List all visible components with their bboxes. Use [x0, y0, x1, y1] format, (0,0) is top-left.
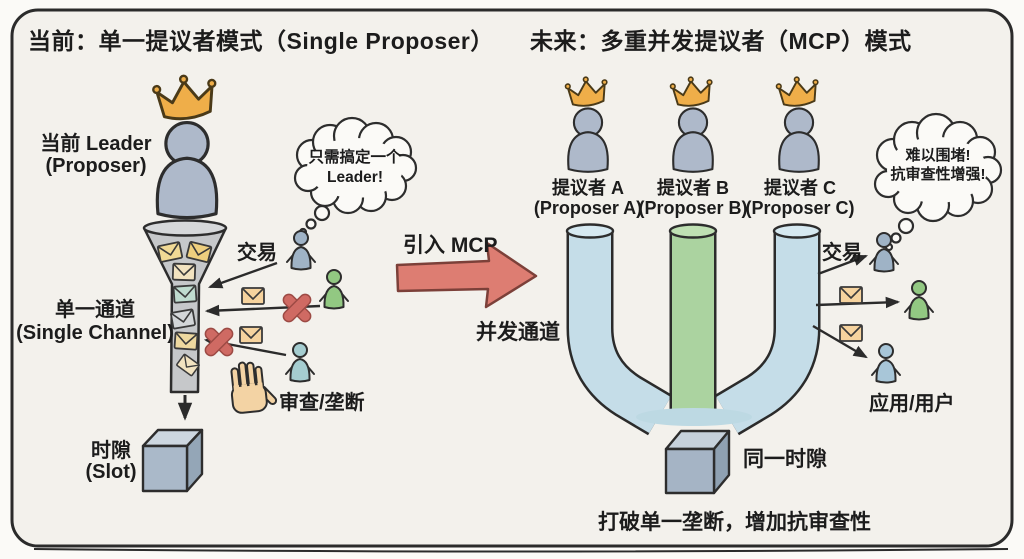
proposer-a-en: (Proposer A)	[533, 197, 643, 218]
envelope-icon	[156, 240, 184, 264]
out-arrow-1	[817, 254, 869, 276]
leader-label-line1: 当前 Leader	[40, 133, 152, 155]
users-label: 应用/用户	[869, 393, 955, 415]
proposer-c-en: (Proposer C)	[745, 197, 855, 218]
envelope-icon	[172, 284, 198, 304]
right-panel-title: 未来：多重并发提议者（MCP）模式	[530, 28, 912, 54]
proposer-b-label: 提议者 B (Proposer B)	[633, 178, 753, 218]
transition-arrow-icon	[395, 241, 538, 309]
slot-cube-icon	[141, 428, 204, 493]
thought-bubble-right	[873, 112, 1003, 252]
slot-label: 时隙 (Slot)	[51, 441, 171, 483]
same-slot-cube-icon	[664, 429, 731, 495]
thought-bubble-left	[293, 116, 418, 237]
slot-label-line1: 时隙	[91, 440, 131, 462]
out-arrow-3	[812, 324, 868, 359]
tx-arrow-1	[207, 261, 278, 289]
thought-right-line2: 抗审查性增强!	[890, 166, 986, 183]
leader-label: 当前 Leader (Proposer)	[16, 133, 176, 177]
proposer-c-name: 提议者 C	[764, 178, 836, 198]
envelope-icon	[173, 331, 199, 351]
frame-bottom-sketch-line	[33, 548, 1009, 553]
thought-right-text: 难以围堵! 抗审查性增强!	[872, 146, 1004, 184]
mcp-arrow-label: 引入 MCP	[403, 234, 498, 257]
concurrent-channel-label: 并发通道	[476, 321, 560, 344]
single-channel-line2: (Single Channel)	[16, 322, 174, 344]
same-slot-label: 同一时隙	[743, 448, 827, 471]
proposer-b-en: (Proposer B)	[638, 197, 748, 218]
left-panel-title: 当前：单一提议者模式（Single Proposer）	[28, 28, 494, 54]
single-channel-label: 单一通道 (Single Channel)	[15, 299, 175, 345]
thought-left-text: 只需搞定一个 Leader!	[295, 148, 415, 188]
bottom-caption: 打破单一垄断，增加抗审查性	[598, 511, 871, 534]
proposer-c-label: 提议者 C (Proposer C)	[740, 178, 860, 218]
hand-stop-icon	[230, 361, 278, 414]
single-channel-line1: 单一通道	[55, 299, 135, 321]
slot-label-line2: (Slot)	[85, 461, 137, 483]
envelope-icon	[171, 262, 197, 282]
censor-label: 审查/垄断	[279, 392, 365, 414]
proposer-a-label: 提议者 A (Proposer A)	[528, 178, 648, 218]
envelope-icon	[239, 326, 263, 344]
envelope-icon	[839, 286, 863, 304]
leader-label-line2: (Proposer)	[45, 155, 147, 177]
proposer-a-name: 提议者 A	[552, 178, 624, 198]
thought-right-line1: 难以围堵!	[905, 147, 971, 164]
envelope-icon	[241, 287, 265, 305]
thought-left-line1: 只需搞定一个	[308, 149, 402, 166]
tx-label-left: 交易	[237, 242, 277, 264]
tx-label-right: 交易	[822, 242, 862, 264]
concurrent-tubes-icon	[565, 223, 822, 436]
proposer-b-name: 提议者 B	[657, 178, 729, 198]
envelope-icon	[839, 324, 863, 342]
thought-left-line2: Leader!	[327, 169, 383, 186]
